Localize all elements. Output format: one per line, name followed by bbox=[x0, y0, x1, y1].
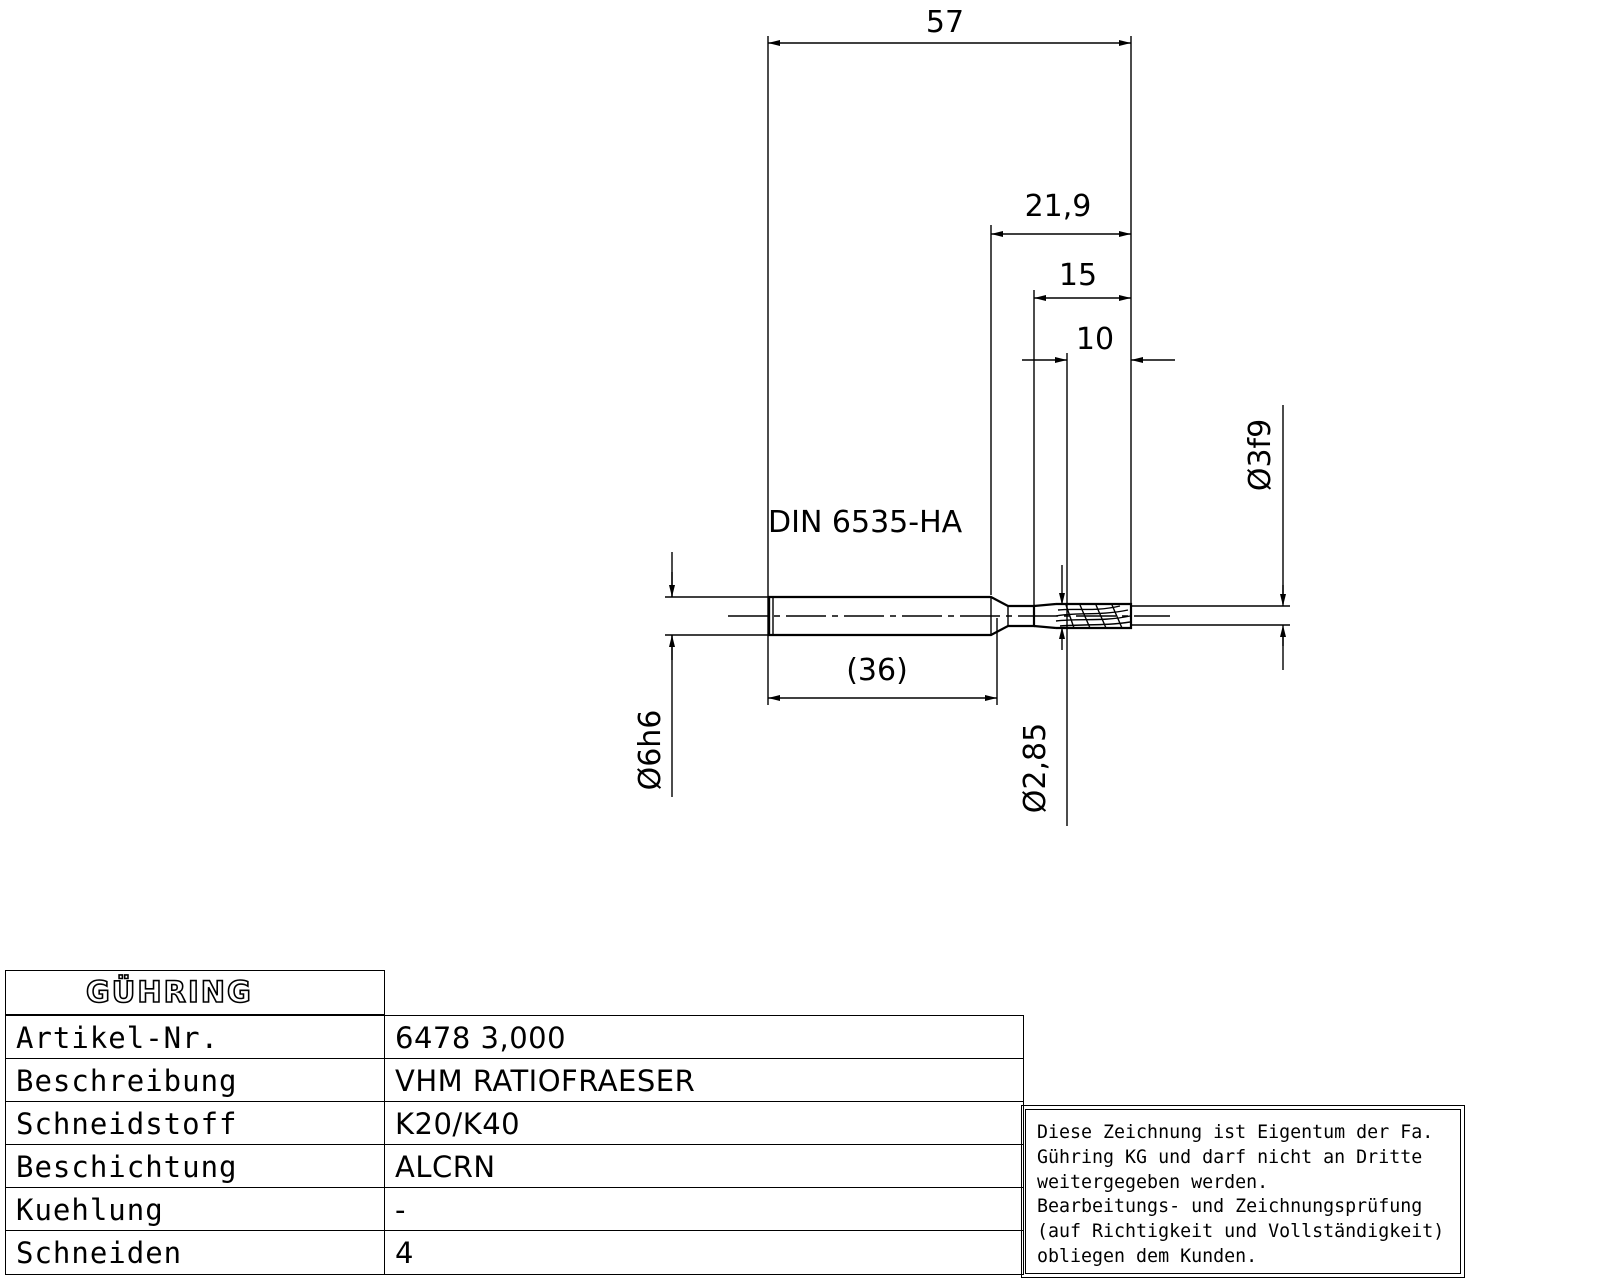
label-flutes: Schneiden bbox=[16, 1235, 183, 1270]
notice-line: obliegen dem Kunden. bbox=[1037, 1246, 1258, 1267]
value-cell-material: K20/K40 bbox=[384, 1101, 1024, 1146]
value-cell-article-number: 6478 3,000 bbox=[384, 1015, 1024, 1060]
label-cell-coating: Beschichtung bbox=[5, 1144, 386, 1189]
value-flutes: 4 bbox=[395, 1235, 414, 1270]
value-cell-coating: ALCRN bbox=[384, 1144, 1024, 1189]
dim-shank-diameter: Ø6h6 bbox=[633, 710, 668, 791]
title-block: GÜHRING Artikel-Nr. 6478 3,000 Beschreib… bbox=[5, 970, 1024, 1276]
company-logo: GÜHRING bbox=[85, 974, 253, 1010]
dim-shank-length: (36) bbox=[846, 653, 908, 688]
label-cell-material: Schneidstoff bbox=[5, 1101, 386, 1146]
notice-line: (auf Richtigkeit und Vollständigkeit) bbox=[1037, 1221, 1445, 1242]
label-cell-cooling: Kuehlung bbox=[5, 1187, 386, 1232]
value-cell-flutes: 4 bbox=[384, 1230, 1024, 1275]
dim-overall-length: 57 bbox=[926, 5, 964, 40]
tool-outline bbox=[767, 595, 1133, 637]
ownership-notice: Diese Zeichnung ist Eigentum der Fa. Güh… bbox=[1021, 1105, 1465, 1278]
notice-line: Bearbeitungs- und Zeichnungsprüfung bbox=[1037, 1196, 1423, 1217]
value-material: K20/K40 bbox=[395, 1106, 521, 1141]
dim-neck-length: 21,9 bbox=[1025, 189, 1092, 224]
label-cell-article-number: Artikel-Nr. bbox=[5, 1015, 386, 1060]
dim-cutting-length: 10 bbox=[1076, 322, 1114, 357]
flutes bbox=[1055, 604, 1131, 629]
label-article-number: Artikel-Nr. bbox=[16, 1020, 220, 1055]
value-cell-description: VHM RATIOFRAESER bbox=[384, 1058, 1024, 1103]
dim-reach-length: 15 bbox=[1059, 258, 1097, 293]
label-material: Schneidstoff bbox=[16, 1106, 238, 1141]
logo-cell: GÜHRING bbox=[5, 970, 385, 1015]
label-cell-description: Beschreibung bbox=[5, 1058, 386, 1103]
dimension-lines bbox=[669, 40, 1286, 701]
dim-neck-diameter: Ø2,85 bbox=[1018, 723, 1053, 813]
tool-drawing: 57 21,9 15 10 (36) DIN 6535-HA Ø6h6 Ø2,8… bbox=[633, 5, 1290, 826]
notice-line: Diese Zeichnung ist Eigentum der Fa. bbox=[1037, 1122, 1434, 1143]
ownership-notice-frame: Diese Zeichnung ist Eigentum der Fa. Güh… bbox=[1025, 1109, 1461, 1274]
standard-label: DIN 6535-HA bbox=[768, 505, 963, 540]
notice-line: Gühring KG und darf nicht an Dritte bbox=[1037, 1147, 1423, 1168]
label-cell-flutes: Schneiden bbox=[5, 1230, 386, 1275]
value-description: VHM RATIOFRAESER bbox=[395, 1063, 696, 1098]
notice-line: weitergegeben werden. bbox=[1037, 1172, 1269, 1193]
value-article-number: 6478 3,000 bbox=[395, 1020, 567, 1055]
label-cooling: Kuehlung bbox=[16, 1192, 164, 1227]
value-cell-cooling: - bbox=[384, 1187, 1024, 1232]
extension-lines bbox=[665, 36, 1290, 826]
value-coating: ALCRN bbox=[395, 1149, 496, 1184]
value-cooling: - bbox=[395, 1192, 406, 1227]
dim-cutter-diameter: Ø3f9 bbox=[1243, 419, 1278, 491]
label-description: Beschreibung bbox=[16, 1063, 238, 1098]
label-coating: Beschichtung bbox=[16, 1149, 238, 1184]
